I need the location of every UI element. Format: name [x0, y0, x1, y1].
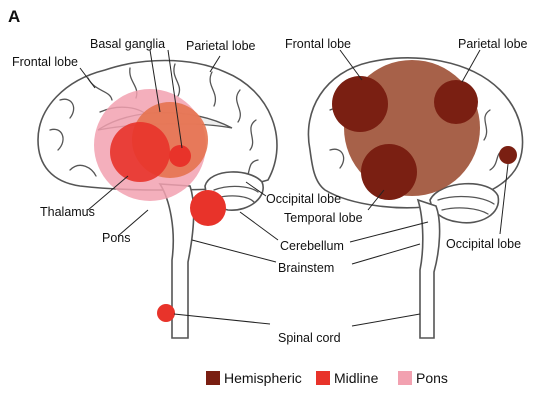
label-basal-ganglia: Basal ganglia	[90, 37, 165, 51]
parietal-lesion	[434, 80, 478, 124]
label-pons: Pons	[102, 231, 131, 245]
legend-label-hemispheric: Hemispheric	[224, 370, 302, 386]
label-thalamus: Thalamus	[40, 205, 95, 219]
cerebellar-lesion	[190, 190, 226, 226]
label-frontal-left: Frontal lobe	[12, 55, 78, 69]
label-frontal-right: Frontal lobe	[285, 37, 351, 51]
legend-swatch-midline	[316, 371, 330, 385]
spinal-lesion	[157, 304, 175, 322]
legend-swatch-pons	[398, 371, 412, 385]
label-occipital-top: Occipital lobe	[266, 192, 341, 206]
label-temporal: Temporal lobe	[284, 211, 363, 225]
midline-lesion-large	[110, 122, 170, 182]
legend-swatch-hemispheric	[206, 371, 220, 385]
legend-label-midline: Midline	[334, 370, 379, 386]
label-parietal-left: Parietal lobe	[186, 39, 256, 53]
sagittal-brain	[38, 61, 277, 339]
label-cerebellum: Cerebellum	[280, 239, 344, 253]
label-brainstem: Brainstem	[278, 261, 334, 275]
label-spinal-cord: Spinal cord	[278, 331, 341, 345]
legend-label-pons: Pons	[416, 370, 448, 386]
panel-label: A	[8, 7, 20, 26]
frontal-lesion	[332, 76, 388, 132]
midline-lesion-small	[169, 145, 191, 167]
legend: Hemispheric Midline Pons	[206, 370, 448, 386]
label-parietal-right: Parietal lobe	[458, 37, 528, 51]
occipital-lesion	[499, 146, 517, 164]
label-occipital-bottom: Occipital lobe	[446, 237, 521, 251]
temporal-lesion	[361, 144, 417, 200]
